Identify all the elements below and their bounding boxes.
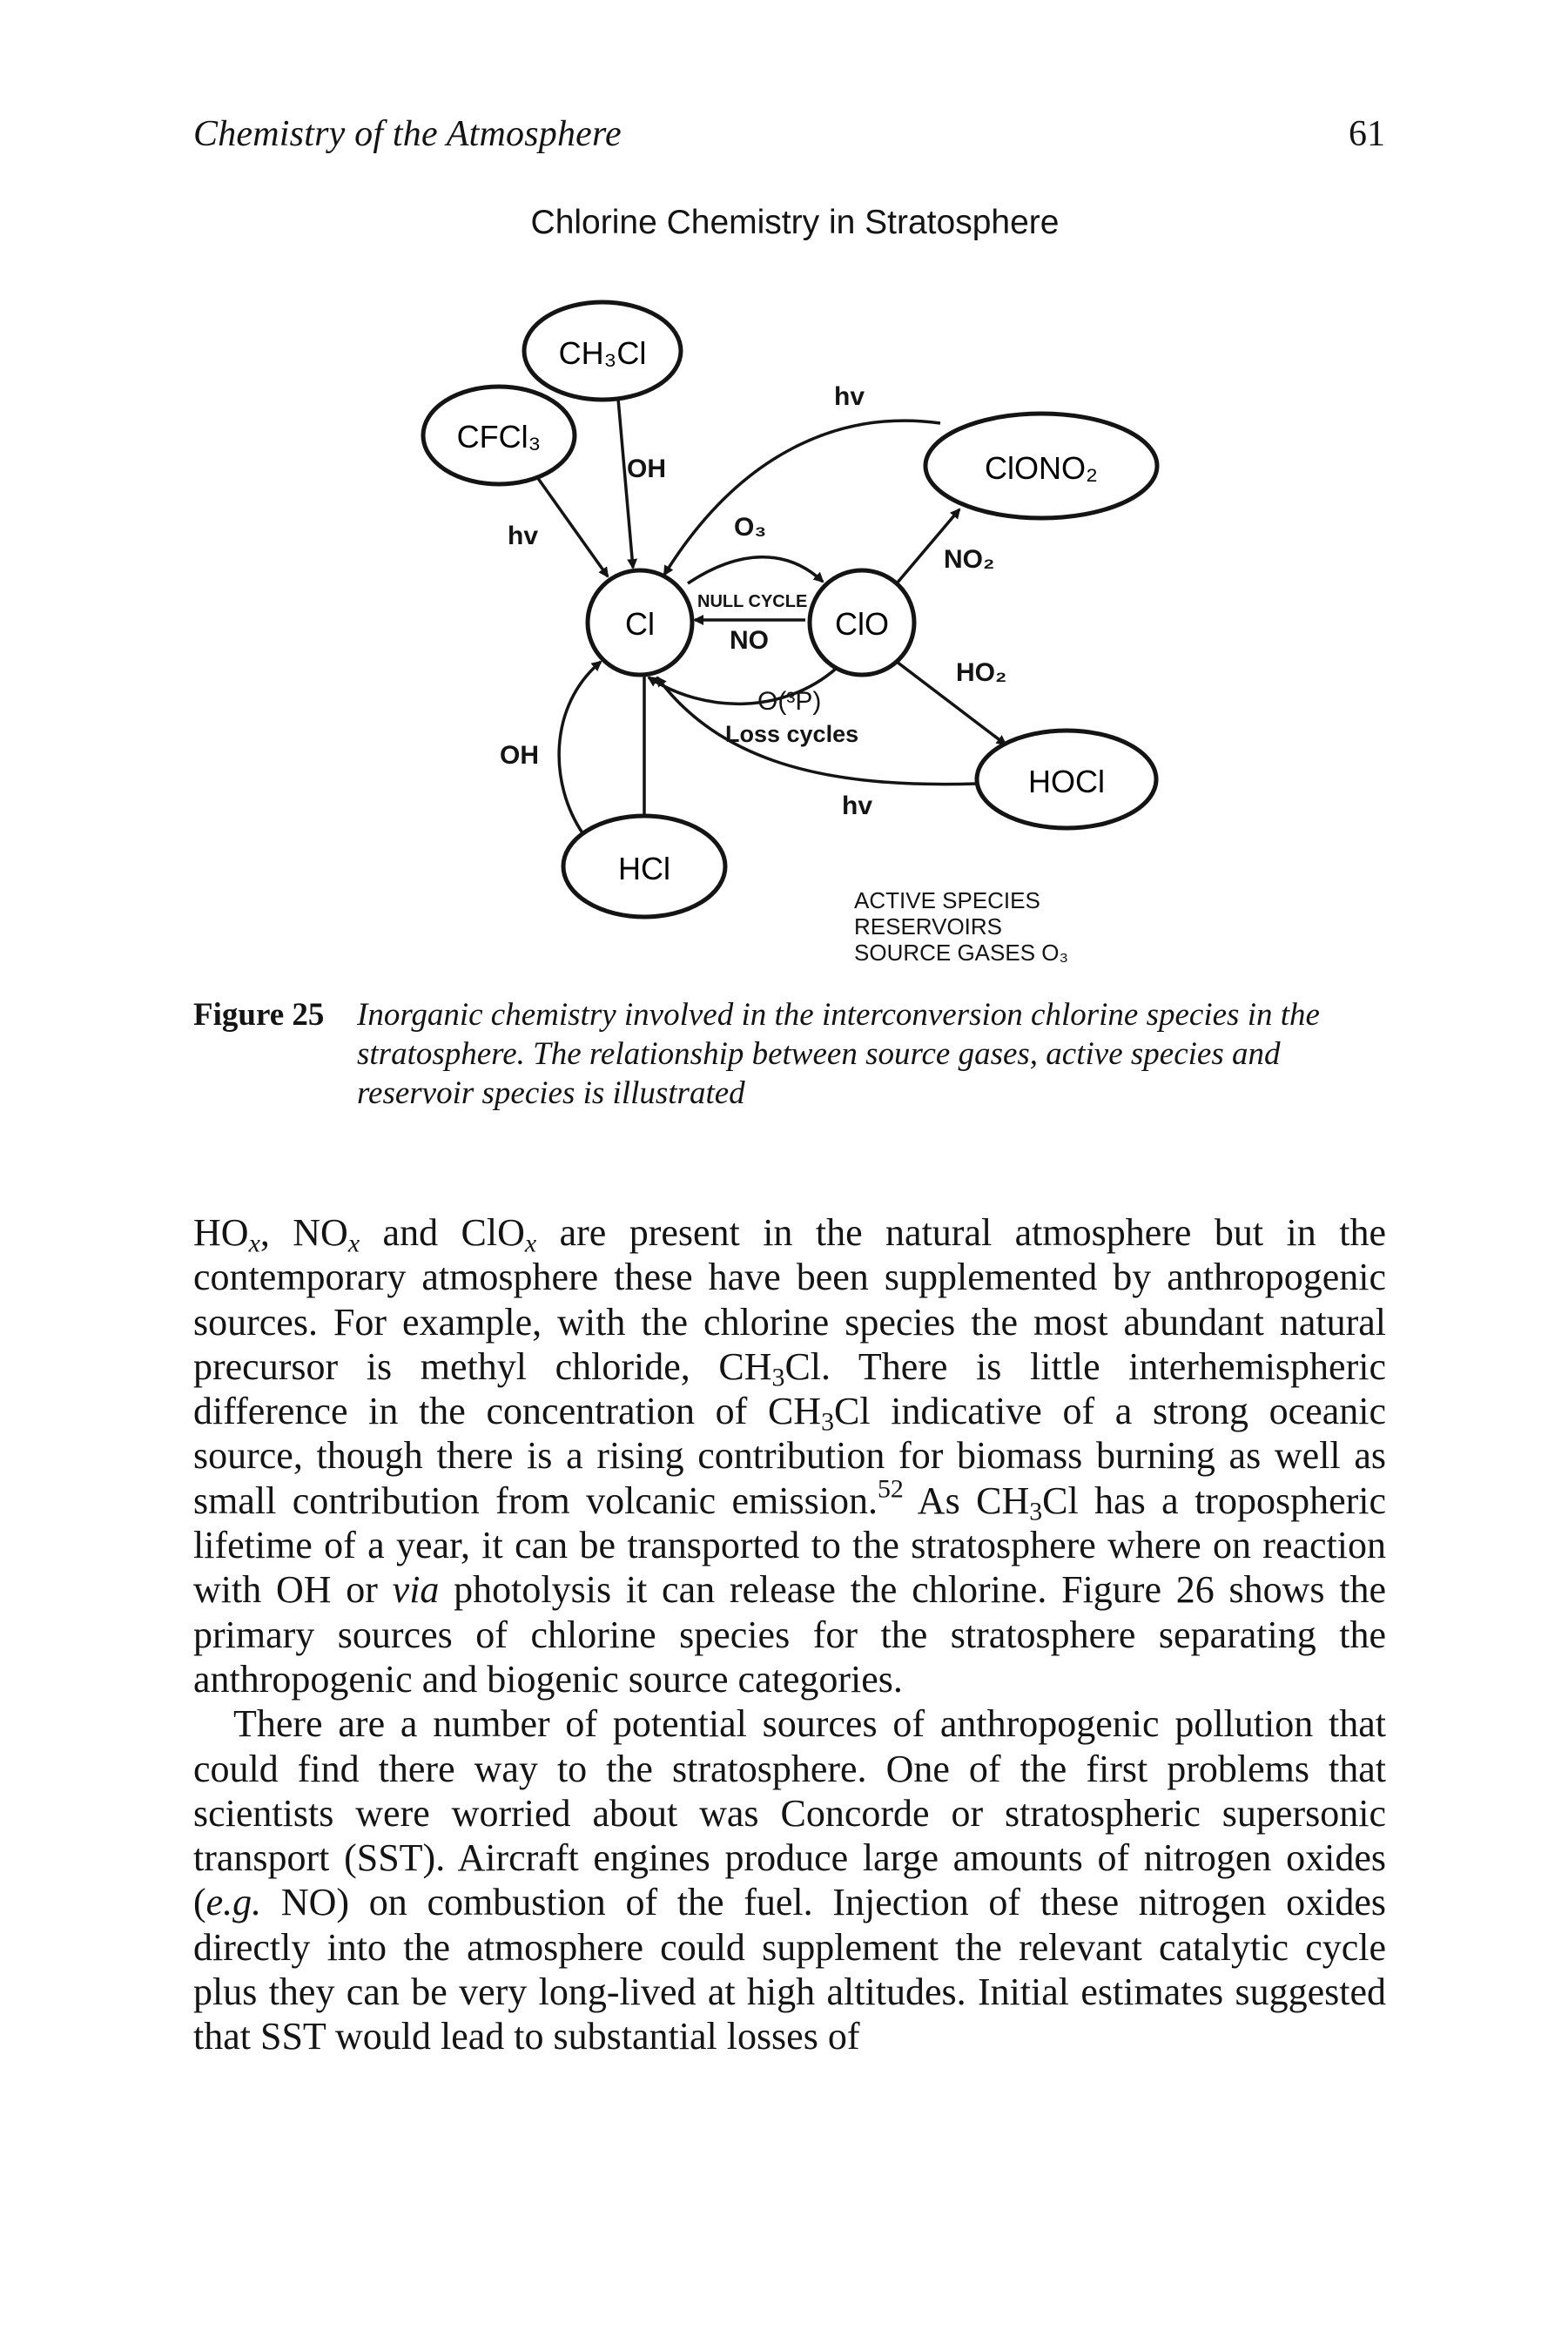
node-cl-shape — [585, 568, 695, 677]
node-cl-label: Cl — [625, 606, 655, 642]
node-clo-shape — [807, 568, 917, 677]
text-run: photolysis it can release the chlorine. … — [193, 1568, 1386, 1701]
caption-label: Figure 25 — [193, 997, 325, 1033]
text-run: and ClO — [360, 1211, 525, 1254]
caption-text: Inorganic chemistry involved in the inte… — [357, 997, 1320, 1111]
node-ch3cl-label: CH₃Cl — [559, 335, 647, 371]
paragraph-1: HOx, NOx and ClOx are present in the nat… — [193, 1210, 1386, 1701]
italic-term: via — [392, 1568, 440, 1612]
label-o3: O₃ — [734, 513, 766, 542]
label-ho2: HO₂ — [956, 658, 1006, 687]
label-loss-cycles: Loss cycles — [725, 721, 858, 747]
subscript: x — [524, 1229, 537, 1258]
arrow-ch3cl-to-cl — [616, 398, 638, 569]
node-hocl: HOCl — [974, 728, 1159, 831]
node-ch3cl: CH₃Cl — [522, 300, 683, 402]
text-run: NO) on combustion of the fuel. Injection… — [193, 1881, 1386, 2058]
label-hv-bottom: hv — [842, 792, 872, 820]
legend-source-gases: SOURCE GASES O₃ — [854, 940, 1068, 966]
text-run: Cl indicative of a strong oceanic source… — [193, 1390, 1386, 1522]
label-hv-top: hv — [834, 382, 865, 411]
figure-title: Chlorine Chemistry in Stratosphere — [531, 204, 1060, 241]
reference-marker: 52 — [877, 1474, 904, 1504]
node-clono2-label: ClONO₂ — [985, 450, 1098, 486]
node-cl: Cl — [585, 568, 695, 677]
text-run: Cl has a tropospheric lifetime of a year… — [193, 1479, 1387, 1612]
running-title: Chemistry of the Atmosphere — [193, 114, 622, 154]
italic-term: e.g. — [205, 1881, 262, 1924]
node-clo-label: ClO — [835, 606, 889, 642]
text-run: HO — [193, 1211, 249, 1254]
arrow-cfcl3-to-cl — [535, 475, 609, 578]
label-o3p: O(³P) — [757, 687, 821, 716]
text-run: As CH — [903, 1479, 1030, 1522]
node-clo: ClO — [807, 568, 917, 677]
node-cfcl3: CFCl₃ — [421, 384, 577, 487]
node-hocl-label: HOCl — [1028, 764, 1105, 799]
running-head: Chemistry of the Atmosphere 61 — [193, 113, 1385, 165]
node-cfcl3-label: CFCl₃ — [457, 419, 542, 455]
arrow-clo-to-hocl — [895, 660, 1007, 746]
node-ch3cl-shape — [522, 300, 683, 402]
label-no: NO — [730, 626, 769, 655]
figure-25: Chlorine Chemistry in Stratosphere CH₃Cl… — [0, 0, 1568, 975]
arrow-clo-to-clono2 — [895, 508, 961, 585]
text-run: There are a number of potential sources … — [193, 1702, 1386, 1924]
arrow-hcl-to-cl — [557, 660, 602, 835]
text-run: , NO — [259, 1211, 348, 1254]
subscript: 3 — [821, 1407, 835, 1437]
arrow-clono2-to-cl — [663, 419, 941, 576]
page-number: 61 — [1349, 114, 1385, 154]
text-run: are present in the natural atmosphere bu… — [193, 1211, 1386, 1388]
label-hv-left: hv — [508, 522, 538, 550]
label-null-cycle: NULL CYCLE — [697, 592, 807, 611]
label-no2: NO₂ — [944, 545, 994, 574]
subscript: 3 — [1029, 1497, 1043, 1526]
arrow-cl-to-clo — [687, 556, 824, 585]
legend: ACTIVE SPECIES RESERVOIRS SOURCE GASES O… — [854, 887, 1068, 966]
node-clono2: ClONO₂ — [923, 411, 1160, 521]
body-text: HOx, NOx and ClOx are present in the nat… — [193, 1210, 1386, 2059]
node-hocl-shape — [974, 728, 1159, 831]
label-oh-lower: OH — [500, 741, 539, 770]
label-oh-upper: OH — [627, 455, 666, 483]
arrow-clo-to-cl-loss — [647, 667, 838, 705]
arrow-hocl-to-cl — [656, 676, 978, 786]
node-clono2-shape — [923, 411, 1160, 521]
legend-reservoirs: RESERVOIRS — [854, 913, 1002, 940]
reaction-arrows — [535, 398, 1007, 835]
node-cfcl3-shape — [421, 384, 577, 487]
text-run: Cl. There is little interhemispheric dif… — [193, 1344, 1386, 1433]
reaction-labels: hv OH hv O₃ NULL CYCLE NO NO₂ HO₂ O(³P) … — [500, 382, 1006, 820]
node-hcl: HCl — [561, 813, 728, 920]
node-hcl-label: HCl — [618, 851, 670, 886]
subscript: x — [248, 1229, 260, 1258]
subscript: 3 — [771, 1363, 785, 1392]
legend-active-species: ACTIVE SPECIES — [854, 887, 1040, 913]
subscript: x — [347, 1229, 360, 1258]
chlorine-cycle-diagram: Chlorine Chemistry in Stratosphere CH₃Cl… — [421, 204, 1160, 966]
paragraph-2: There are a number of potential sources … — [193, 1701, 1386, 2058]
